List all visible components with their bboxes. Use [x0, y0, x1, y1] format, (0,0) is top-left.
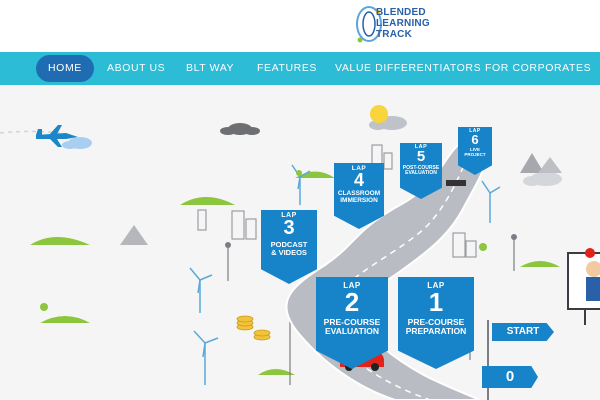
nav-home[interactable]: HOME [36, 55, 94, 82]
wind-turbine-icon [189, 267, 213, 313]
lap-3-word: LAP [281, 212, 297, 219]
lap-6-desc-line-1: LIVE [469, 147, 480, 152]
lap-6-desc-line-2: PROJECT [464, 151, 486, 157]
lap-5-number: 5 [416, 148, 426, 165]
finish-line-icon [446, 180, 466, 186]
grass-icon [30, 237, 90, 245]
billboard-icon [567, 248, 600, 325]
grass-icon [180, 197, 235, 205]
logo-line-3: TRACK [376, 29, 412, 40]
lap-marker-4[interactable]: LAP 4 CLASSROOM IMMERSION [334, 163, 384, 229]
nav-blt-way[interactable]: BLT WAY [186, 62, 235, 74]
lap-1-word: LAP [427, 281, 445, 290]
lap-marker-5[interactable]: LAP 5 POST-COURSE EVALUATION [400, 143, 442, 199]
cloud-icon [62, 137, 92, 149]
lap-6-number: 6 [471, 132, 479, 147]
lap-6-word: LAP [469, 128, 481, 134]
grass-icon [295, 171, 335, 178]
grass-icon [520, 261, 560, 267]
logo-line-2: LEARNING [376, 18, 430, 29]
start-sign[interactable]: START [492, 323, 554, 341]
buildings-icon [197, 144, 477, 258]
lap-5-desc-line-1: POST-COURSE [402, 165, 440, 171]
lap-2-word: LAP [343, 281, 361, 290]
mountain-icon [520, 153, 544, 173]
lap-4-desc-line-2: IMMERSION [340, 196, 378, 204]
lap-marker-1[interactable]: LAP 1 PRE-COURSE PREPARATION [398, 277, 474, 369]
cloud-icon [523, 172, 562, 186]
lap-marker-2[interactable]: LAP 2 PRE-COURSE EVALUATION [316, 277, 388, 369]
leaf-icon [479, 243, 487, 251]
lamp-icon [511, 234, 517, 240]
logo-swirl-icon [356, 6, 382, 43]
lap-2-desc-line-1: PRE-COURSE [323, 317, 381, 327]
lap-5-desc-line-2: EVALUATION [405, 170, 437, 177]
lap-1-desc-line-2: PREPARATION [405, 325, 467, 336]
nav-about-us[interactable]: ABOUT US [107, 62, 166, 74]
logo-text: BLENDED LEARNING TRACK [376, 7, 456, 40]
lap-2-number: 2 [344, 287, 360, 317]
wind-turbine-icon [193, 330, 219, 385]
lap-1-desc-line-1: PRE-COURSE [407, 317, 465, 327]
grass-icon [258, 369, 295, 375]
lap-4-desc-line-1: CLASSROOM [337, 190, 381, 197]
lap-2-desc-line-2: EVALUATION [325, 325, 379, 336]
lap-marker-3[interactable]: LAP 3 PODCAST & VIDEOS [261, 210, 317, 284]
grass-icon [40, 316, 90, 323]
header: BLENDED LEARNING TRACK [0, 0, 600, 52]
lap-1-number: 1 [428, 287, 444, 317]
nav-for-corporates[interactable]: FOR CORPORATES [485, 62, 592, 74]
wind-turbine-icon [481, 180, 501, 223]
coins-icon [236, 315, 271, 341]
blended-learning-track-logo[interactable]: BLENDED LEARNING TRACK [354, 2, 454, 50]
nav-features[interactable]: FEATURES [257, 62, 318, 74]
leaf-icon [296, 170, 302, 176]
cloud-icon [220, 123, 260, 135]
main-navbar: HOME ABOUT US BLT WAY FEATURES VALUE DIF… [0, 52, 600, 85]
mountain-icon [120, 225, 148, 245]
sun-icon [370, 105, 388, 123]
lap-4-number: 4 [353, 170, 364, 190]
lap-5-word: LAP [414, 144, 428, 150]
lap-3-number: 3 [283, 217, 295, 239]
learning-track-illustration: LAP 1 PRE-COURSE PREPARATION LAP 2 PRE-C… [0, 85, 600, 400]
lap-3-desc-line-2: & VIDEOS [271, 247, 307, 257]
lap-4-word: LAP [351, 165, 367, 172]
lamp-icon [225, 242, 231, 248]
airplane-icon [36, 125, 78, 147]
mountain-icon [538, 157, 562, 173]
leaf-icon [40, 303, 48, 311]
zero-sign: 0 [482, 366, 538, 388]
logo-line-1: BLENDED [376, 7, 426, 18]
lap-marker-6[interactable]: LAP 6 LIVE PROJECT [458, 127, 492, 175]
nav-value-differentiators[interactable]: VALUE DIFFERENTIATORS [335, 62, 482, 74]
lap-3-desc-line-1: PODCAST [270, 240, 308, 249]
